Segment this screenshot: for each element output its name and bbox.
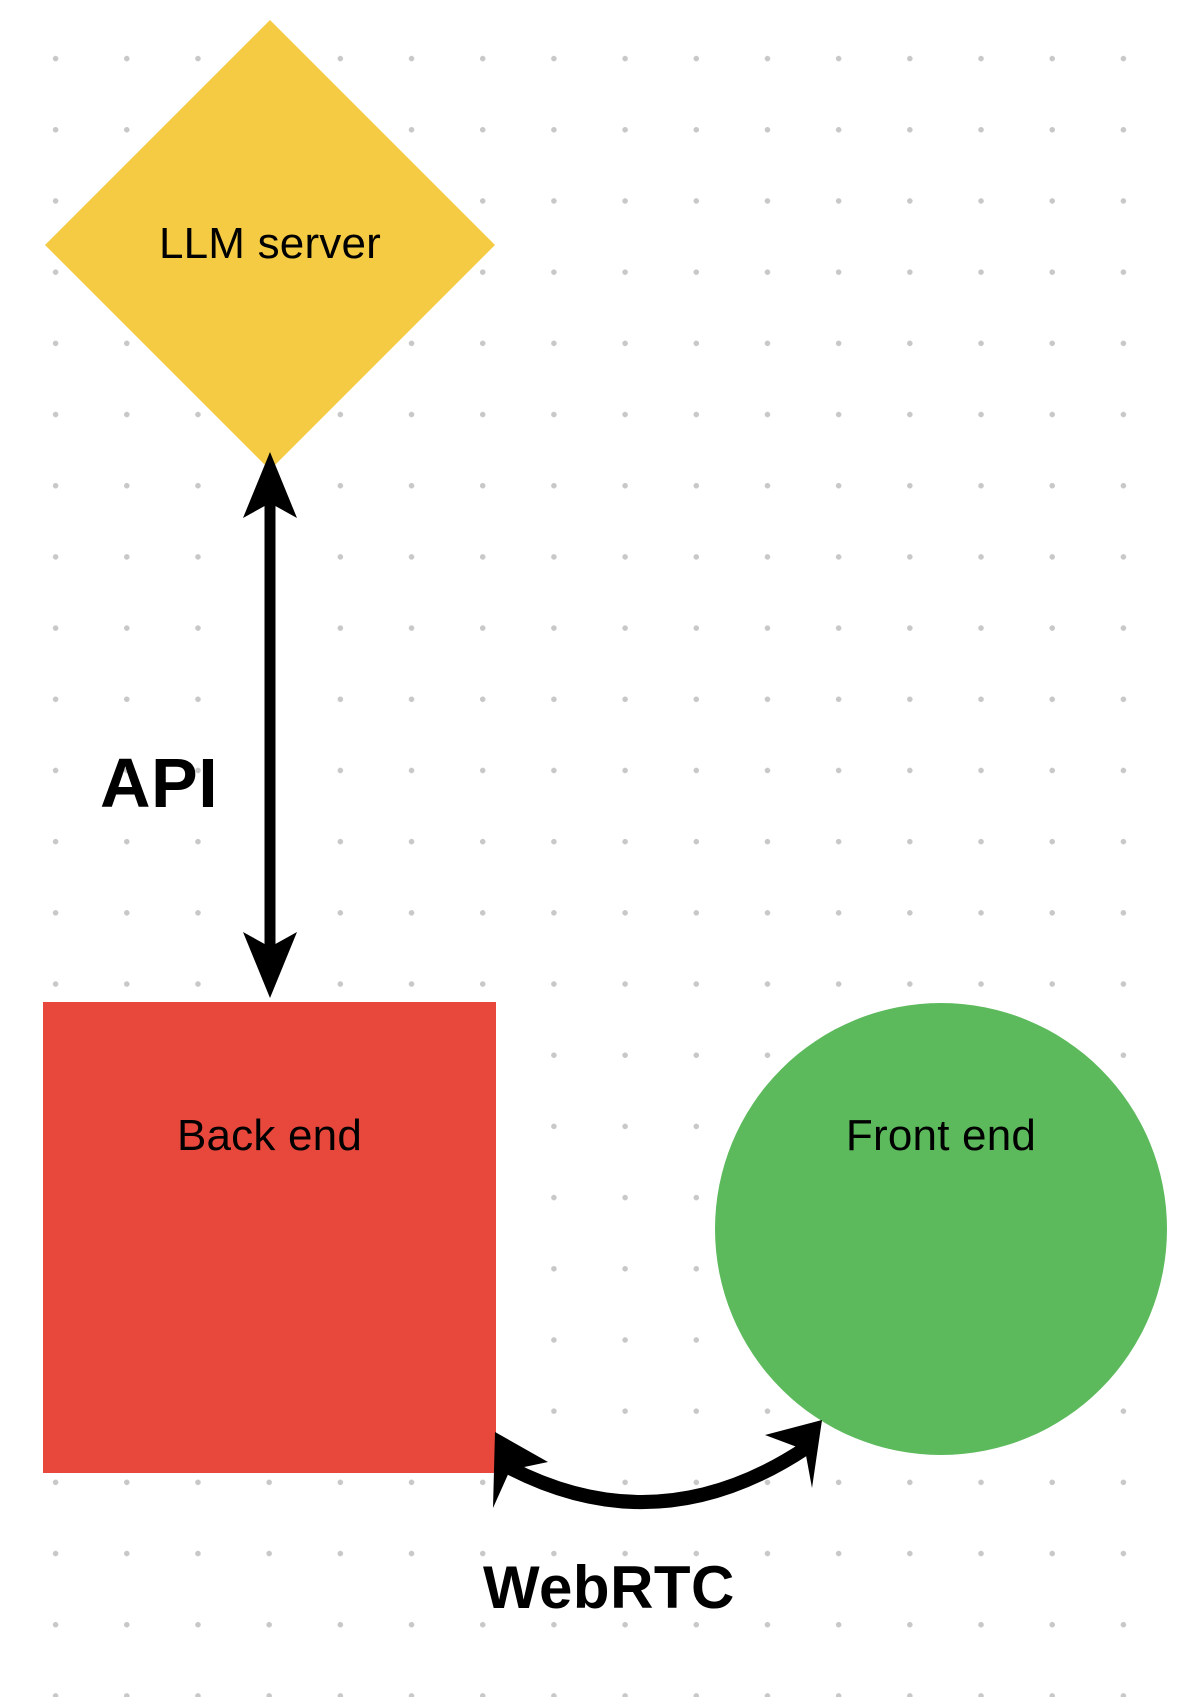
node-label-back-end: Back end: [176, 1111, 363, 1160]
node-label-llm-server: LLM server: [158, 219, 382, 268]
edge-webrtc[interactable]: [460, 1380, 840, 1500]
node-back-end[interactable]: [43, 1002, 496, 1473]
edge-label-webrtc: WebRTC: [483, 1554, 735, 1621]
edge-label-api: API: [100, 744, 219, 822]
node-label-front-end: Front end: [845, 1111, 1037, 1160]
edge-api[interactable]: [210, 455, 330, 995]
